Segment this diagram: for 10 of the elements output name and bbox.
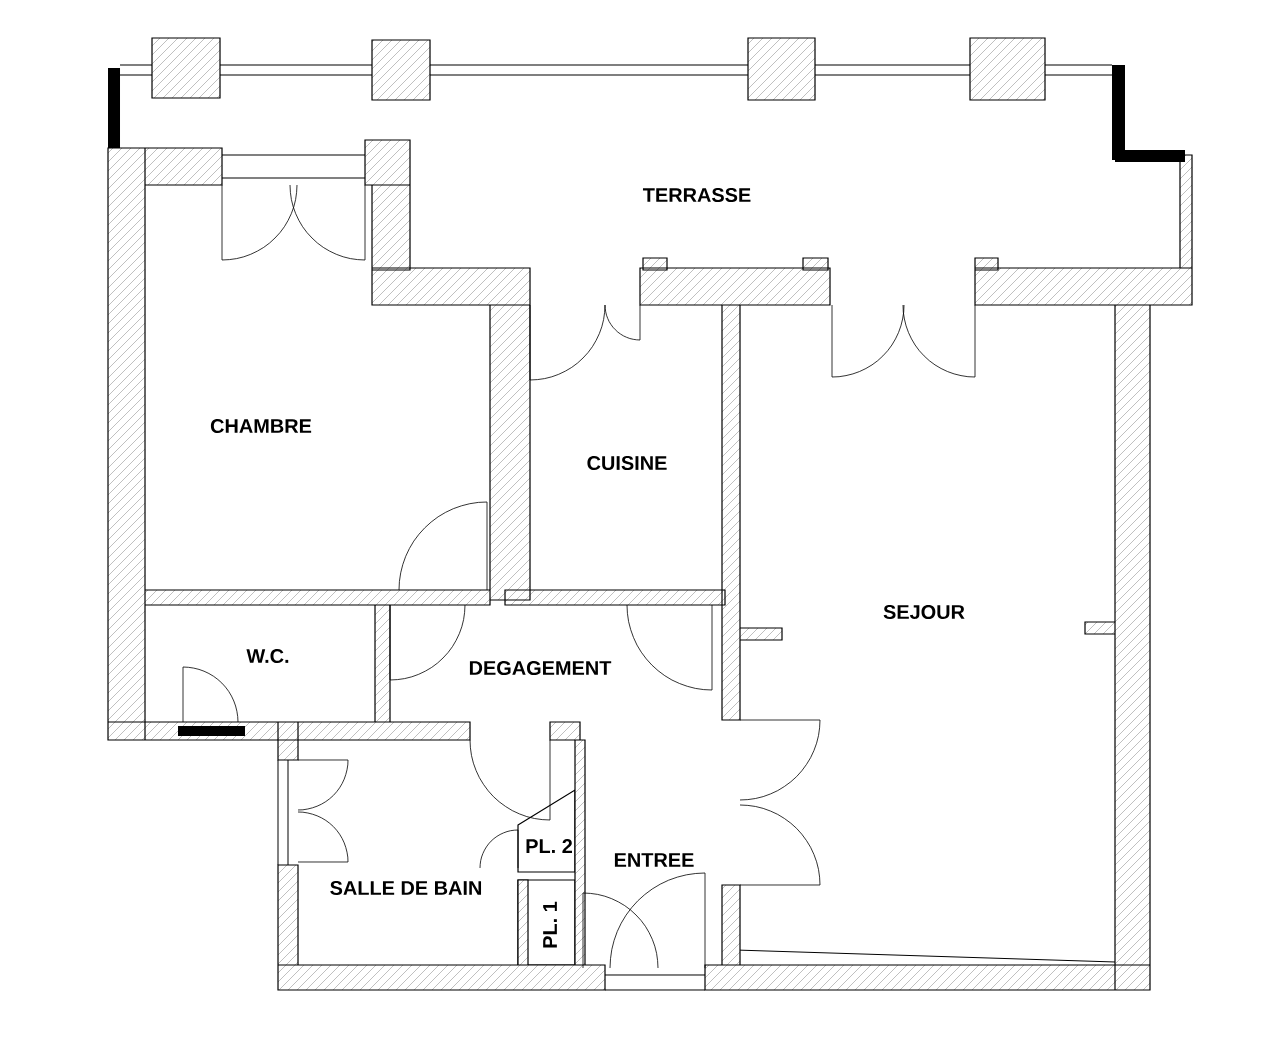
room-label: CUISINE <box>587 455 667 471</box>
room-label: TERRASSE <box>642 187 751 203</box>
room-label: W.C. <box>246 648 289 664</box>
room-label: ENTREE <box>614 853 694 867</box>
room-label: CHAMBRE <box>210 418 312 434</box>
room-label: PL. 1 <box>543 901 557 948</box>
room-label: SALLE DE BAIN <box>330 880 482 896</box>
room-label: PL. 2 <box>526 839 572 853</box>
room-label: SEJOUR <box>883 604 965 620</box>
room-label: DEGAGEMENT <box>469 660 612 676</box>
